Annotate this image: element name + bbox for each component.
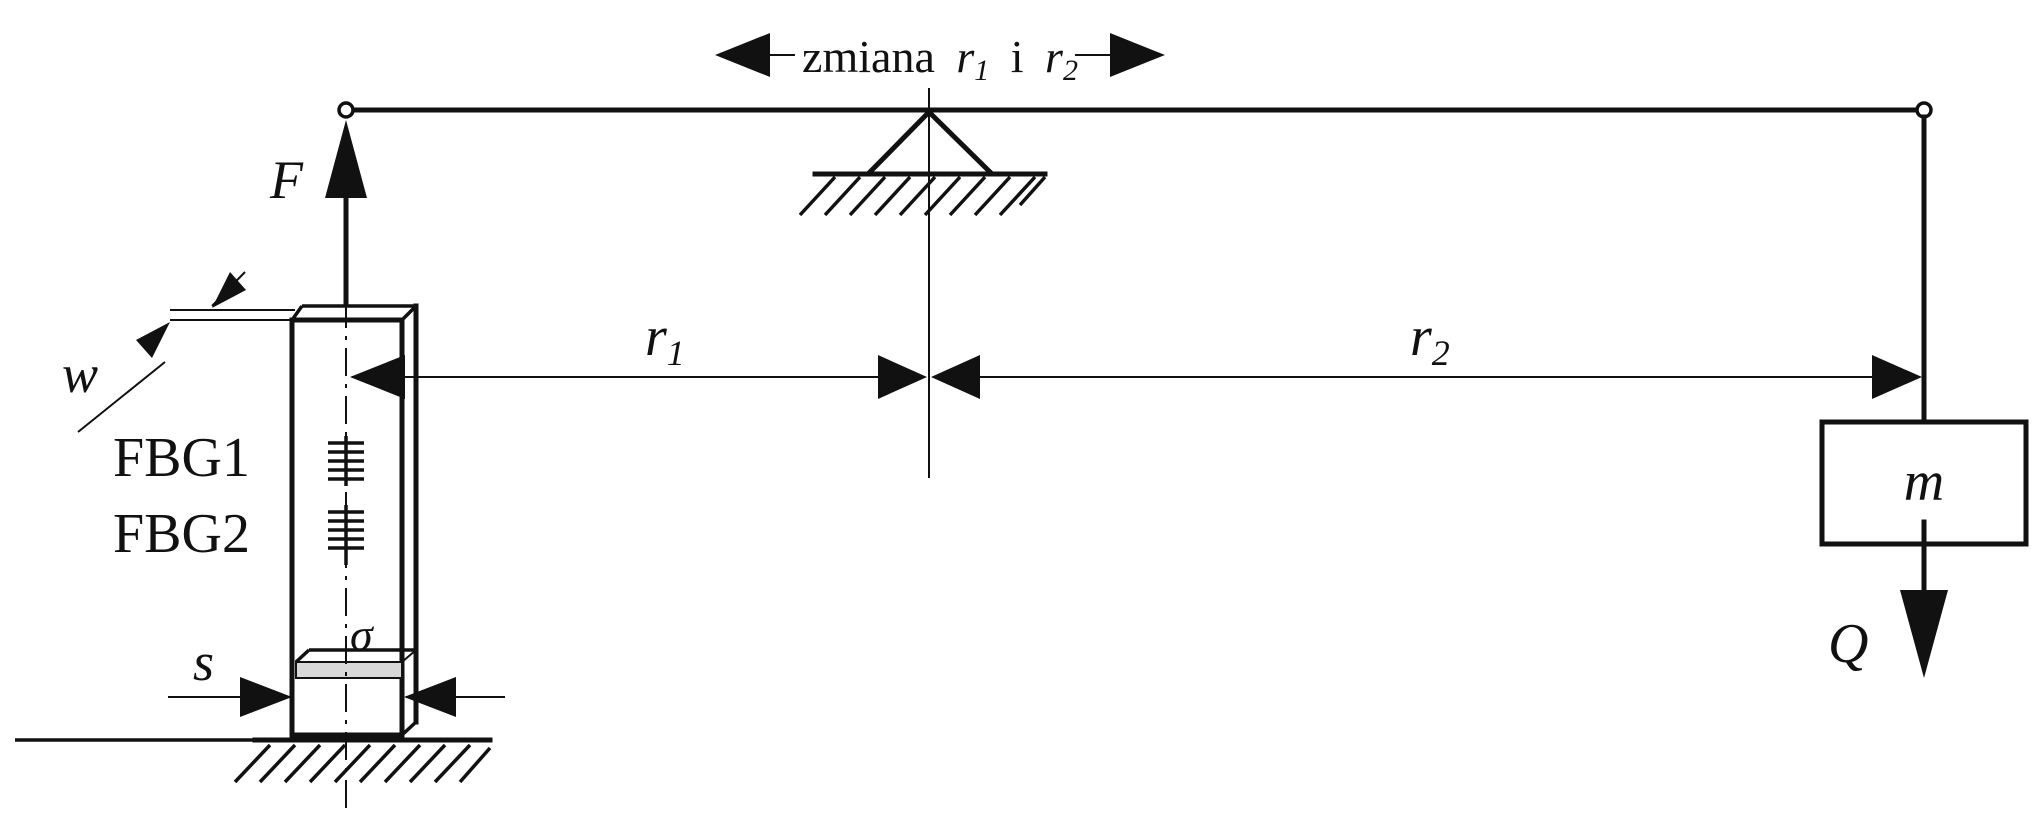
r1-dimension — [350, 355, 927, 399]
base-support — [233, 737, 493, 784]
r1-label: r1 — [645, 306, 685, 373]
stress-label: σ — [350, 609, 375, 660]
fbg2-label: FBG2 — [113, 503, 250, 565]
thickness-dimension — [168, 677, 505, 717]
force-arrow — [325, 120, 367, 308]
force-label: F — [269, 150, 304, 210]
weight-arrow — [1900, 519, 1948, 678]
fulcrum-support — [798, 108, 1048, 217]
fbg1-grating-icon — [328, 436, 364, 486]
r2-dimension — [931, 355, 1922, 399]
thickness-label: s — [193, 632, 214, 692]
weight-label: Q — [1828, 613, 1868, 675]
mass-label: m — [1904, 451, 1944, 513]
width-label: w — [62, 344, 98, 404]
fbg1-label: FBG1 — [113, 427, 250, 489]
width-dimension — [77, 271, 295, 433]
fbg2-grating-icon — [328, 505, 364, 565]
adjustment-double-arrow — [715, 33, 1165, 77]
left-hinge — [337, 101, 355, 119]
adjustment-caption: zmiana r1 i r2 — [802, 31, 1078, 90]
r2-label: r2 — [1410, 306, 1450, 373]
